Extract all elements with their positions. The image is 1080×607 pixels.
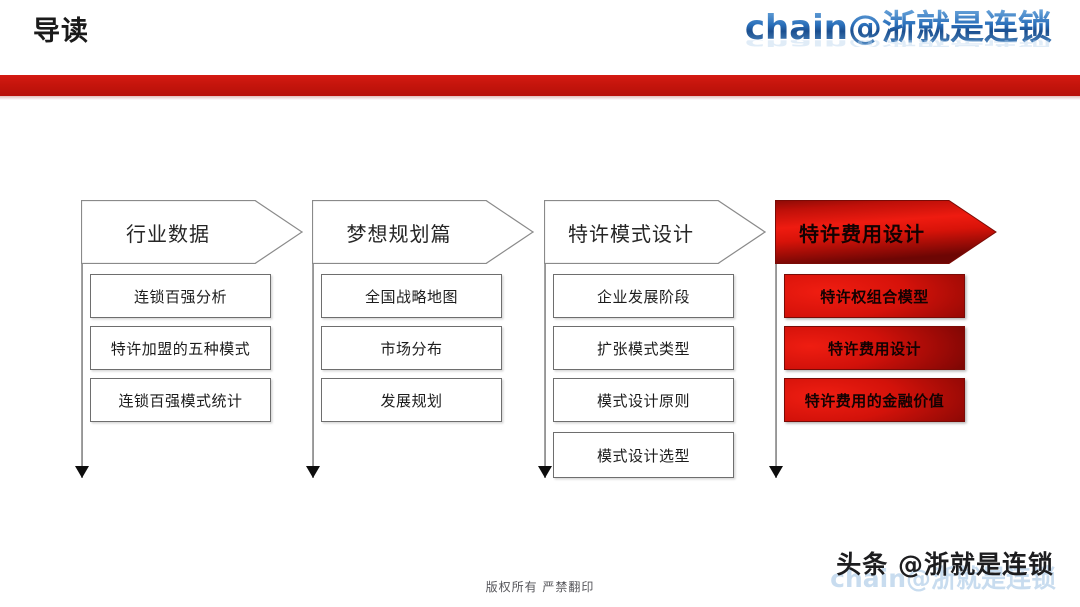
brand-logo: chain@浙就是连锁 chain@浙就是连锁	[712, 8, 1052, 70]
watermark-ghost-logo: chain@浙就是连锁	[830, 564, 1056, 593]
brand-logo-reflection: chain@浙就是连锁	[712, 40, 1052, 47]
flow-column-header-4[interactable]: 特许费用设计	[775, 200, 997, 264]
list-item[interactable]: 连锁百强模式统计	[90, 378, 271, 422]
flow-connector-arrow-2	[306, 466, 320, 478]
list-item[interactable]: 特许加盟的五种模式	[90, 326, 271, 370]
flow-column-title: 特许模式设计	[568, 221, 694, 246]
flow-column-title: 行业数据	[126, 221, 210, 246]
flow-column-header-1[interactable]: 行业数据	[81, 200, 303, 264]
flow-column-industry-data: 行业数据 连锁百强分析 特许加盟的五种模式 连锁百强模式统计	[75, 200, 303, 478]
list-item[interactable]: 发展规划	[321, 378, 502, 422]
flow-column-dream-plan: 梦想规划篇 全国战略地图 市场分布 发展规划	[306, 200, 534, 478]
list-item[interactable]: 特许权组合模型	[784, 274, 965, 318]
flow-column-header-3[interactable]: 特许模式设计	[544, 200, 766, 264]
watermark-text: 头条 @浙就是连锁	[836, 550, 1054, 579]
brand-logo-text: chain@浙就是连锁	[712, 8, 1052, 48]
flow-connector-line-1	[81, 264, 83, 478]
list-item[interactable]: 特许费用设计	[784, 326, 965, 370]
list-item[interactable]: 全国战略地图	[321, 274, 502, 318]
header-accent-bar	[0, 75, 1080, 96]
list-item[interactable]: 特许费用的金融价值	[784, 378, 965, 422]
list-item[interactable]: 市场分布	[321, 326, 502, 370]
flow-column-franchise-fee: 特许费用设计 特许权组合模型 特许费用设计 特许费用的金融价值	[769, 200, 997, 478]
flow-connector-arrow-1	[75, 466, 89, 478]
flow-connector-line-4	[775, 264, 777, 478]
copyright-notice: 版权所有 严禁翻印	[485, 580, 595, 594]
flow-column-franchise-model: 特许模式设计 企业发展阶段 扩张模式类型 模式设计原则 模式设计选型	[538, 200, 766, 478]
flow-connector-arrow-4	[769, 466, 783, 478]
list-item[interactable]: 连锁百强分析	[90, 274, 271, 318]
page-title: 导读	[33, 16, 89, 47]
list-item[interactable]: 模式设计选型	[553, 432, 734, 478]
header-accent-bar-shadow	[0, 96, 1080, 100]
list-item[interactable]: 企业发展阶段	[553, 274, 734, 318]
flow-column-header-2[interactable]: 梦想规划篇	[312, 200, 534, 264]
flow-column-title: 梦想规划篇	[346, 221, 452, 246]
flow-connector-arrow-3	[538, 466, 552, 478]
flow-column-title: 特许费用设计	[799, 221, 925, 246]
list-item[interactable]: 模式设计原则	[553, 378, 734, 422]
flow-connector-line-3	[544, 264, 546, 478]
list-item[interactable]: 扩张模式类型	[553, 326, 734, 370]
flow-connector-line-2	[312, 264, 314, 478]
watermark: chain@浙就是连锁 头条 @浙就是连锁	[796, 541, 1056, 599]
